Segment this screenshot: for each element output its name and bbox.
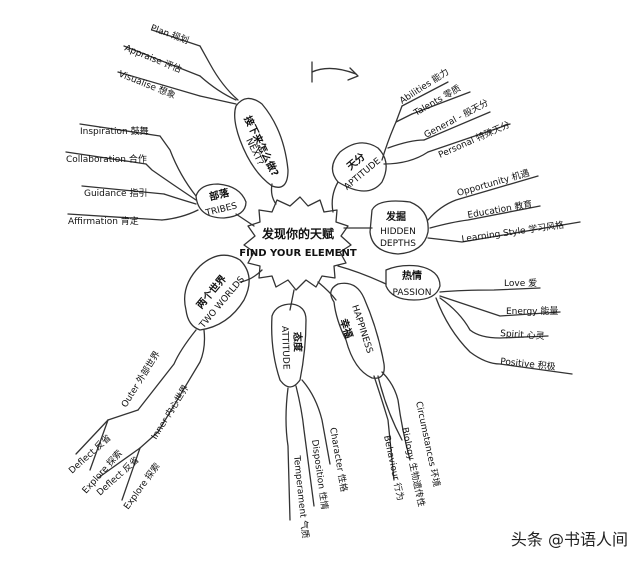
branch-next: 接下来怎么做? NEXT? Plan 规划 Appraise 评估 Visual… xyxy=(117,22,289,205)
passion-zh: 热情 xyxy=(402,269,422,282)
leaf-guidance: Guidance 指引 xyxy=(84,187,147,199)
central-node: 发现你的天赋 FIND YOUR ELEMENT xyxy=(239,196,357,291)
branch-two-worlds: 两个世界 TWO WORLDS Outer 外部世界 Inner 内心世界 De… xyxy=(66,254,263,512)
passion-en: PASSION xyxy=(393,288,432,298)
leaf-affirmation: Affirmation 肯定 xyxy=(68,215,139,227)
center-title-zh: 发现你的天赋 xyxy=(261,226,334,241)
leaf-appraise: Appraise 评估 xyxy=(123,42,183,76)
leaf-character: Character 性格 xyxy=(327,426,350,492)
leaf-visualise: Visualise 想象 xyxy=(117,68,178,102)
central-starburst-shape xyxy=(243,196,352,291)
hidden-depths-zh: 发掘 xyxy=(385,210,406,223)
leaf-plan: Plan 规划 xyxy=(149,22,191,47)
hidden-depths-en-1: HIDDEN xyxy=(380,227,416,237)
leaf-spirit: Spirit 心灵 xyxy=(500,328,545,342)
leaf-learning-style: Learning Style 学习风格 xyxy=(461,219,565,245)
leaf-education: Education 教育 xyxy=(466,198,533,221)
sub-inner: Inner 内心世界 xyxy=(148,383,191,442)
leaf-collaboration: Collaboration 合作 xyxy=(66,153,147,165)
attitude-en: ATTITUDE xyxy=(279,326,291,370)
watermark: 头条 @书语人间 xyxy=(510,530,628,549)
leaf-opportunity: Opportunity 机遇 xyxy=(456,167,531,199)
branch-hidden-depths: 发掘 HIDDEN DEPTHS Opportunity 机遇 Educatio… xyxy=(343,167,581,255)
leaf-energy: Energy 能量 xyxy=(506,305,558,317)
rotation-arrow-icon xyxy=(311,61,359,83)
center-title-en: FIND YOUR ELEMENT xyxy=(239,248,357,259)
branch-tribes: 部落 TRIBES Inspiration 鼓舞 Collaboration 合… xyxy=(65,123,255,227)
branch-attitude: 态度 ATTITUDE Character 性格 Disposition 性情 … xyxy=(271,289,350,539)
happiness-zh: 幸福 xyxy=(337,317,356,340)
leaf-love: Love 爱 xyxy=(504,278,537,289)
sub-outer: Outer 外部世界 xyxy=(118,349,162,410)
attitude-zh: 态度 xyxy=(291,332,305,353)
leaf-positive: Positive 积极 xyxy=(500,355,557,373)
leaf-inspiration: Inspiration 鼓舞 xyxy=(80,125,149,137)
hidden-depths-en-2: DEPTHS xyxy=(380,239,416,249)
happiness-en: HAPPINESS xyxy=(349,304,374,355)
tribes-zh: 部落 xyxy=(208,186,232,204)
